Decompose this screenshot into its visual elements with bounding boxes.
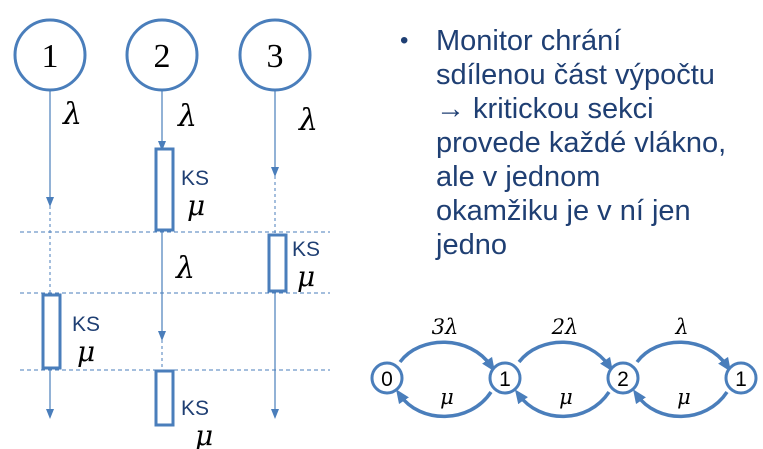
thread-2: 2 λ KS μ λ KS μ — [125, 18, 213, 449]
thread-3-ks-label: KS — [292, 238, 320, 261]
thread-2-mu: μ — [187, 189, 205, 222]
thread-1: 1 λ KS μ — [13, 18, 100, 419]
thread-2-label: 2 — [154, 38, 171, 75]
thread-2-ks-label-2: KS — [181, 397, 209, 420]
state-node-1 — [488, 361, 522, 395]
state-label-0: 0 — [381, 368, 393, 391]
thread-3-label: 3 — [267, 38, 284, 75]
state-label-2: 2 — [617, 368, 629, 391]
state-node-3 — [724, 361, 758, 395]
state-node-0 — [370, 361, 404, 395]
state-diagram: 0 1 2 1 3λ 2λ λ μ μ μ — [370, 315, 758, 419]
bullet-text-block: • Monitor chrání sdílenou část výpočtu →… — [400, 24, 754, 262]
state-label-3: 1 — [735, 368, 747, 391]
backward-arc-3-2 — [633, 389, 729, 419]
thread-2-ks-box — [154, 147, 175, 232]
bullet-line: Monitor chrání — [436, 25, 622, 57]
thread-1-ks-box — [41, 293, 62, 370]
backward-arc-2-1 — [514, 389, 611, 419]
thread-2-lambda-2: λ — [175, 251, 195, 286]
bullet-line: → kritickou sekci — [436, 93, 654, 125]
thread-3-lambda: λ — [298, 103, 318, 138]
backward-rate-0: μ — [440, 385, 454, 409]
bullet-line: provede každé vlákno, — [436, 127, 727, 159]
thread-1-label: 1 — [42, 38, 59, 75]
bullet-line: ale v jednom — [436, 161, 601, 193]
state-node-2 — [606, 361, 640, 395]
thread-2-mu-2: μ — [195, 419, 213, 449]
bullet-lines: Monitor chrání sdílenou část výpočtu → k… — [436, 24, 754, 262]
bullet-line: sdílenou část výpočtu — [436, 59, 715, 91]
forward-arc-0-1 — [398, 340, 495, 372]
forward-arc-2-3 — [635, 340, 731, 372]
backward-rate-2: μ — [677, 385, 691, 409]
forward-rate-0: 3λ — [432, 315, 459, 339]
forward-arc-1-2 — [517, 340, 613, 372]
thread-2-lambda: λ — [177, 99, 197, 134]
thread-3: 3 λ KS μ — [238, 18, 320, 419]
backward-rate-1: μ — [559, 385, 573, 409]
thread-3-mu: μ — [297, 260, 315, 293]
state-label-1: 1 — [499, 368, 511, 391]
bullet-line: jedno — [436, 229, 507, 261]
forward-rate-2: λ — [674, 315, 688, 339]
thread-1-ks-label: KS — [72, 313, 100, 336]
bullet-dot-icon: • — [400, 27, 409, 54]
thread-2-ks-box-2 — [154, 369, 175, 427]
thread-1-mu: μ — [77, 335, 95, 368]
thread-2-ks-label: KS — [181, 167, 209, 190]
thread-1-lambda: λ — [62, 97, 82, 132]
bullet-line: okamžiku je v ní jen — [436, 195, 691, 227]
backward-arc-1-0 — [396, 389, 493, 419]
thread-3-ks-box — [267, 233, 288, 293]
forward-rate-1: 2λ — [551, 315, 579, 339]
